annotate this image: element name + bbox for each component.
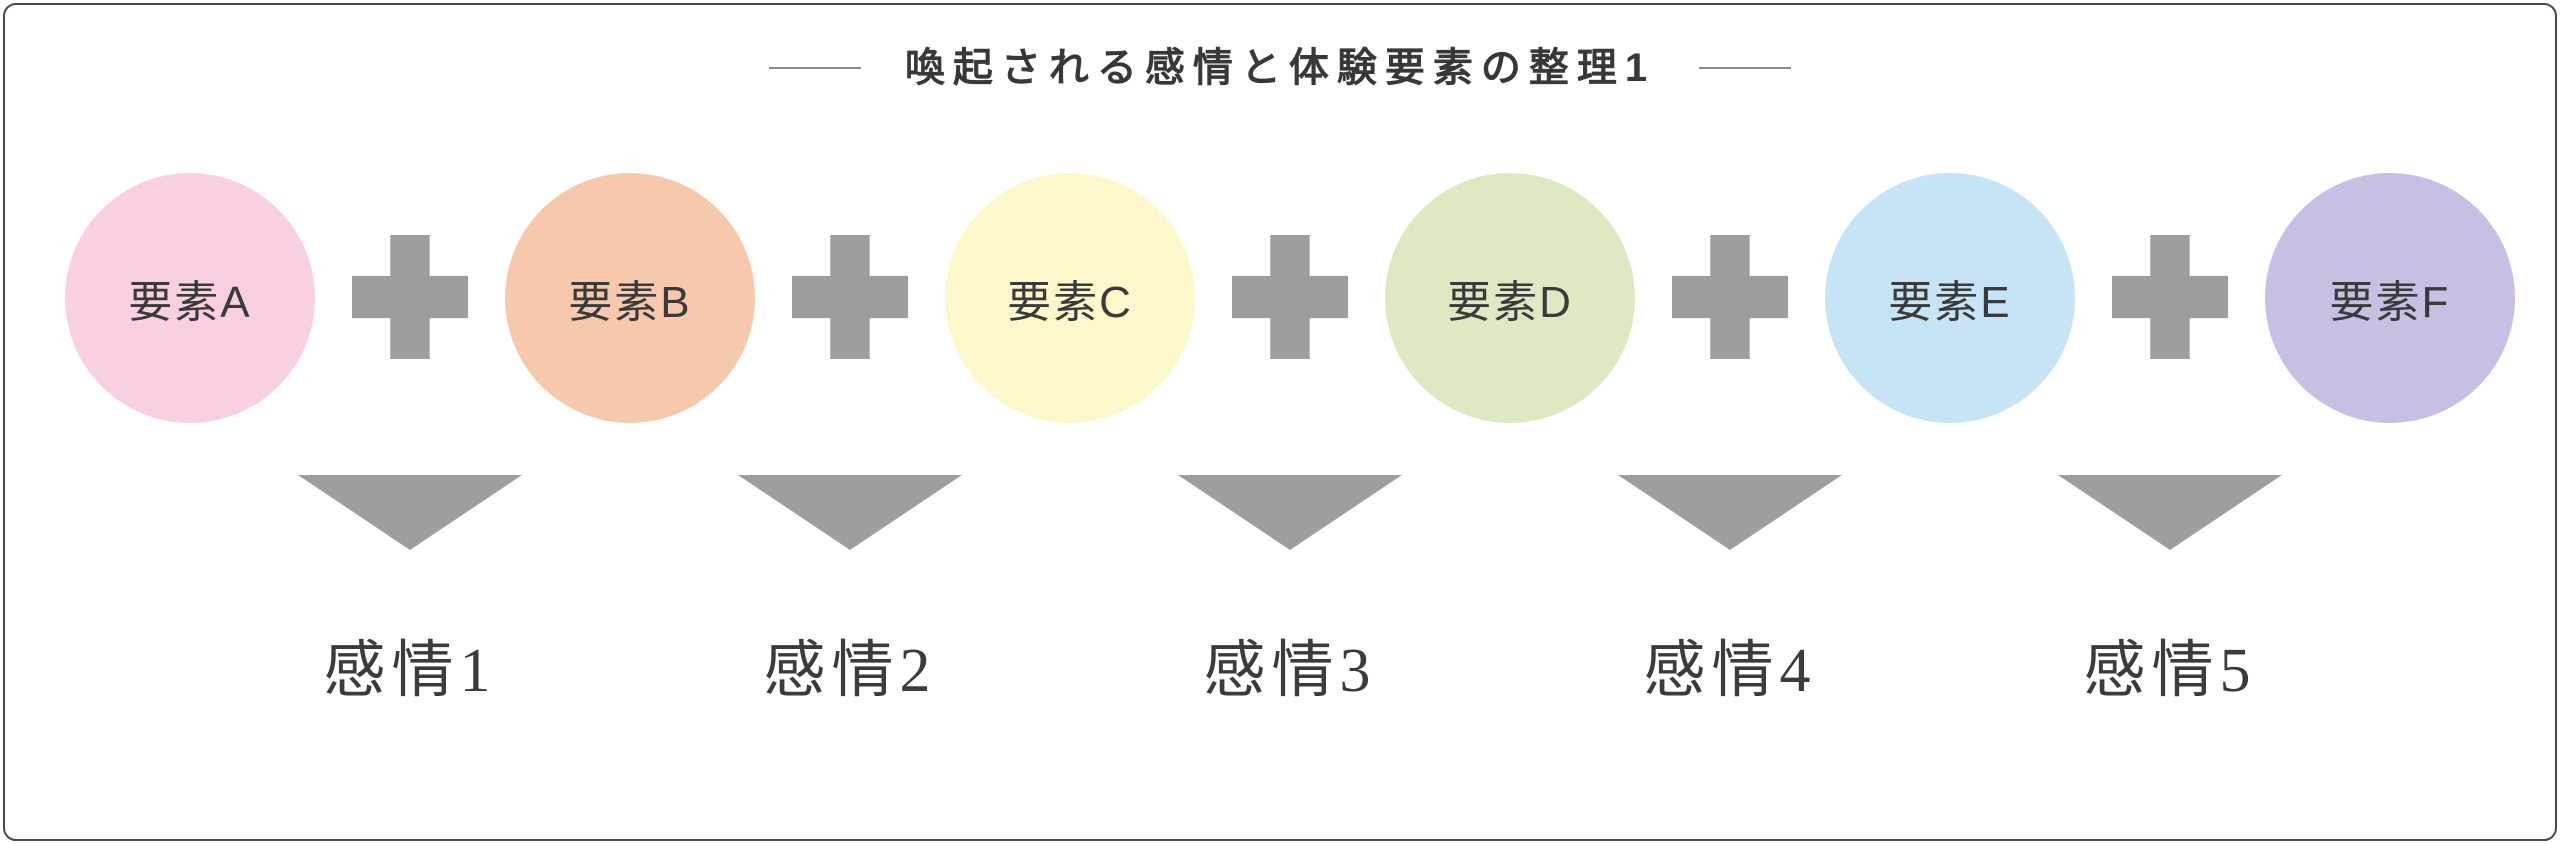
plus-icon: [1232, 235, 1348, 359]
element-label-f: 要素F: [2329, 278, 2451, 327]
plus-icon: [352, 235, 468, 359]
element-label-a: 要素A: [128, 278, 252, 327]
triangle-down-icon: [298, 475, 522, 550]
emotion-label-3: 感情3: [1203, 637, 1377, 705]
outer-border: [3, 3, 2557, 841]
element-circle-e: 要素E: [1825, 173, 2075, 423]
emotion-label-2: 感情2: [763, 637, 937, 705]
title-dash-left-icon: [768, 67, 861, 69]
element-circle-f: 要素F: [2265, 173, 2515, 423]
triangle-down-icon: [1178, 475, 1402, 550]
emotion-label-1: 感情1: [323, 637, 497, 705]
triangle-down-icon: [738, 475, 962, 550]
emotion-label-4: 感情4: [1643, 637, 1817, 705]
page-title: 喚起される感情と体験要素の整理1: [904, 46, 1656, 90]
element-label-c: 要素C: [1007, 278, 1133, 327]
title-row: 喚起される感情と体験要素の整理1: [0, 44, 2560, 92]
plus-icon: [1672, 235, 1788, 359]
triangle-down-icon: [1618, 475, 1842, 550]
plus-icon: [2112, 235, 2228, 359]
element-circle-b: 要素B: [505, 173, 755, 423]
element-circle-d: 要素D: [1385, 173, 1635, 423]
triangle-down-icon: [2058, 475, 2282, 550]
element-label-d: 要素D: [1447, 278, 1573, 327]
plus-icon: [792, 235, 908, 359]
element-label-e: 要素E: [1888, 278, 2012, 327]
element-label-b: 要素B: [568, 278, 692, 327]
emotion-label-5: 感情5: [2083, 637, 2257, 705]
element-circle-c: 要素C: [945, 173, 1195, 423]
title-dash-right-icon: [1699, 67, 1792, 69]
element-circle-a: 要素A: [65, 173, 315, 423]
